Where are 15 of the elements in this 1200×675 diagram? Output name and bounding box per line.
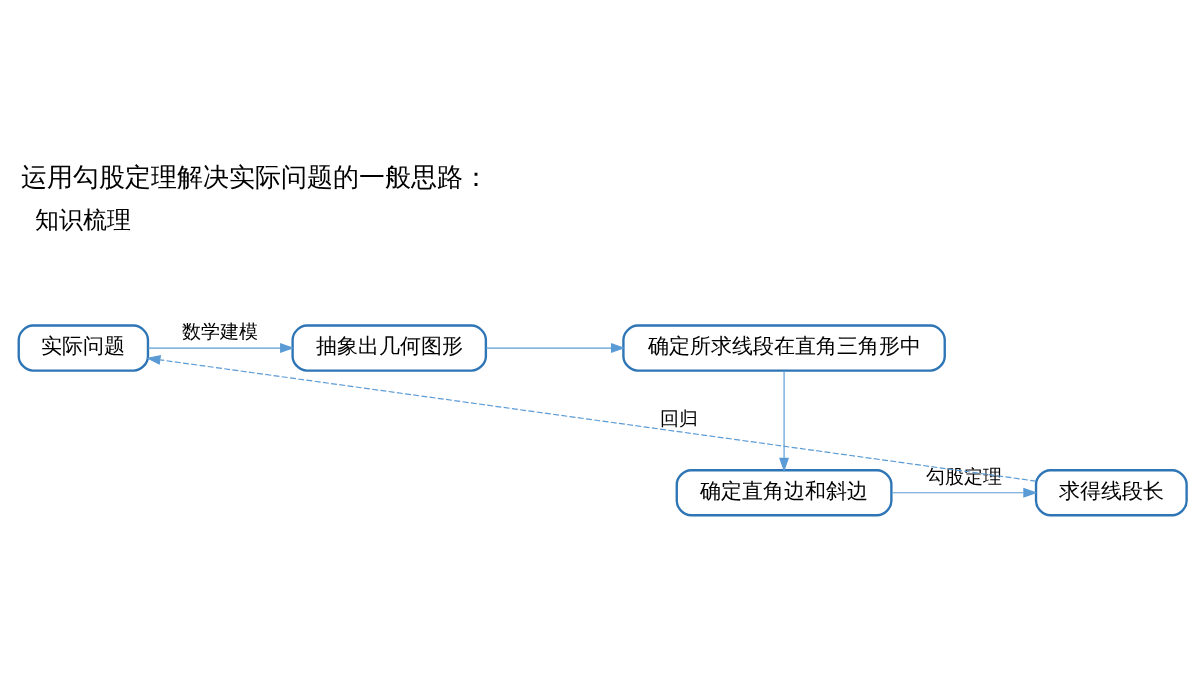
node-box: 求得线段长 — [1034, 468, 1188, 516]
arrow — [485, 342, 626, 353]
edge-label: 数学建模 — [182, 319, 259, 342]
node-box: 实际问题 — [17, 323, 150, 372]
diagram-title: 运用勾股定理解决实际问题的一般思路： — [21, 161, 490, 192]
arrow — [891, 487, 1038, 498]
edge-label: 勾股定理 — [925, 464, 1002, 487]
edge-label: 回归 — [659, 406, 698, 429]
arrow — [779, 369, 790, 472]
arrow — [146, 354, 1037, 482]
node-box: 确定所求线段在直角三角形中 — [622, 323, 946, 372]
node-box: 确定直角边和斜边 — [675, 468, 893, 516]
arrow — [147, 342, 295, 353]
label: 知识梳理 — [35, 205, 132, 234]
node-box: 抽象出几何图形 — [291, 323, 488, 372]
